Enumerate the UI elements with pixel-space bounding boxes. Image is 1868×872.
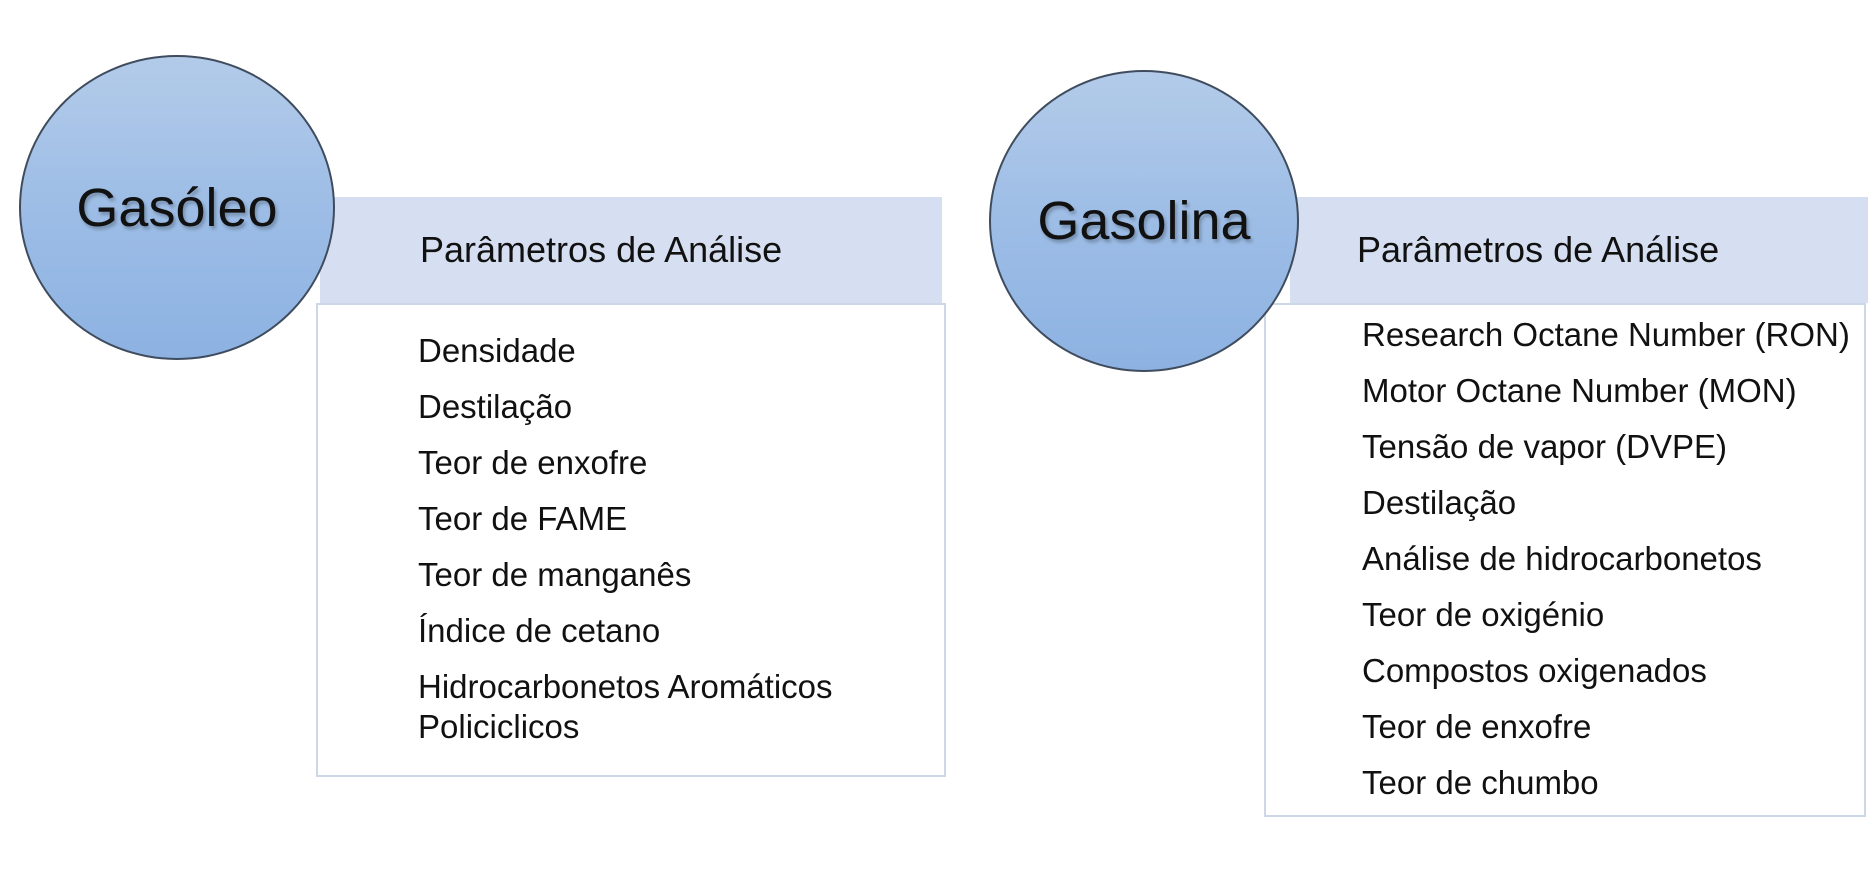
gasolina-circle: Gasolina <box>989 70 1299 372</box>
gasolina-header-band <box>1290 197 1868 303</box>
list-item: Motor Octane Number (MON) <box>1362 372 1797 409</box>
list-item: Densidade <box>418 332 576 369</box>
list-item: Research Octane Number (RON) <box>1362 316 1850 353</box>
gasolina-list-box: Research Octane Number (RON) Motor Octan… <box>1264 303 1866 817</box>
gasoleo-circle: Gasóleo <box>19 55 335 360</box>
list-item: Teor de enxofre <box>1362 708 1592 745</box>
gasoleo-parameter-list: Densidade Destilação Teor de enxofre Teo… <box>418 331 898 763</box>
list-item: Índice de cetano <box>418 612 661 649</box>
gasoleo-title: Gasóleo <box>76 177 278 238</box>
list-item: Teor de oxigénio <box>1362 596 1605 633</box>
list-item: Teor de enxofre <box>418 444 648 481</box>
gasoleo-header-band <box>320 197 942 303</box>
list-item: Teor de FAME <box>418 500 628 537</box>
gasoleo-header-label: Parâmetros de Análise <box>420 229 783 270</box>
list-item: Teor de manganês <box>418 556 692 593</box>
list-item: Compostos oxigenados <box>1362 652 1707 689</box>
list-item: Hidrocarbonetos Aromáticos Policiclicos <box>418 668 833 745</box>
gasolina-header-label: Parâmetros de Análise <box>1357 229 1720 270</box>
list-item: Teor de chumbo <box>1362 764 1599 801</box>
gasolina-title: Gasolina <box>1037 191 1251 251</box>
list-item: Destilação <box>418 388 573 425</box>
gasolina-parameter-list: Research Octane Number (RON) Motor Octan… <box>1362 315 1862 819</box>
gasoleo-list-box: Densidade Destilação Teor de enxofre Teo… <box>316 303 946 777</box>
list-item: Destilação <box>1362 484 1517 521</box>
list-item: Análise de hidrocarbonetos <box>1362 540 1762 577</box>
list-item: Tensão de vapor (DVPE) <box>1362 428 1728 465</box>
